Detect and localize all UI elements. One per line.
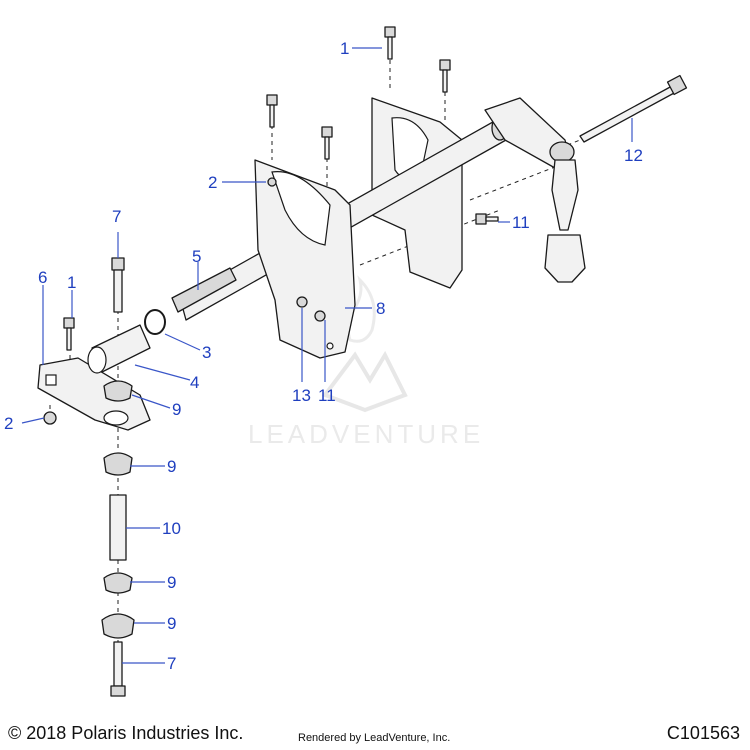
callout-9-b: 9 (167, 457, 176, 476)
nut-lower (43, 411, 57, 425)
bolt-top-1 (384, 26, 396, 60)
bracket-plate-left-slot (271, 171, 331, 246)
bolt-top-2 (439, 59, 451, 93)
pitman-arm-square (45, 374, 57, 386)
rendered-by-text: Rendered by LeadVenture, Inc. (298, 732, 451, 744)
callout-8: 8 (376, 299, 385, 318)
splined-bushing-end (87, 346, 107, 374)
callout-11-right: 11 (512, 213, 530, 232)
spacer-tube (109, 494, 127, 561)
callout-12: 12 (624, 146, 643, 165)
rubber-mount-c (103, 572, 133, 594)
rubber-mount-b (103, 452, 133, 476)
callout-10: 10 (162, 519, 181, 538)
callouts: 1 2 7 5 6 1 3 4 9 2 9 10 9 9 7 8 13 11 1… (4, 39, 643, 673)
tie-rod-boot (544, 234, 586, 283)
callout-2-upper: 2 (208, 173, 217, 192)
bolt-7-upper (111, 257, 125, 313)
bolt-11-right (475, 213, 499, 225)
watermark-text: LEADVENTURE (248, 419, 484, 449)
copyright-text: © 2018 Polaris Industries Inc. (8, 723, 244, 743)
bolt-11-lower (314, 310, 326, 322)
callout-13: 13 (292, 386, 311, 405)
plate-nut-upper (267, 177, 277, 187)
callout-11-lower: 11 (318, 386, 336, 405)
callout-1-top: 1 (340, 39, 349, 58)
callout-2-lower: 2 (4, 414, 13, 433)
pitman-arm-bushing (103, 410, 129, 426)
o-ring (144, 309, 166, 335)
callout-9-d: 9 (167, 614, 176, 633)
callout-9-a: 9 (172, 400, 181, 419)
bolt-left-1 (63, 317, 75, 351)
rubber-mount-d (101, 613, 135, 639)
rubber-mount-a (103, 380, 133, 402)
leader-lines (21, 47, 633, 664)
watermark-logo: LEADVENTURE (248, 275, 484, 449)
callout-9-c: 9 (167, 573, 176, 592)
callout-6: 6 (38, 268, 47, 287)
splined-shaft (171, 267, 237, 313)
callout-1-left: 1 (67, 273, 76, 292)
assembly-lines (49, 60, 586, 660)
link-arm-ball (549, 141, 575, 163)
tie-rod-end (551, 159, 579, 231)
plate-hole (326, 342, 334, 350)
callout-7-lower: 7 (167, 654, 176, 673)
callout-3: 3 (202, 343, 211, 362)
bolt-mid-1 (266, 94, 278, 128)
long-bolt (579, 85, 677, 143)
callout-5: 5 (192, 247, 201, 266)
callout-4: 4 (190, 373, 199, 392)
bolt-mid-2 (321, 126, 333, 160)
long-bolt-head (666, 74, 688, 96)
bolt-7-lower (110, 641, 126, 697)
drawing-code: C101563 (666, 723, 740, 743)
bolt-13 (296, 296, 308, 308)
callout-7-upper: 7 (112, 207, 121, 226)
